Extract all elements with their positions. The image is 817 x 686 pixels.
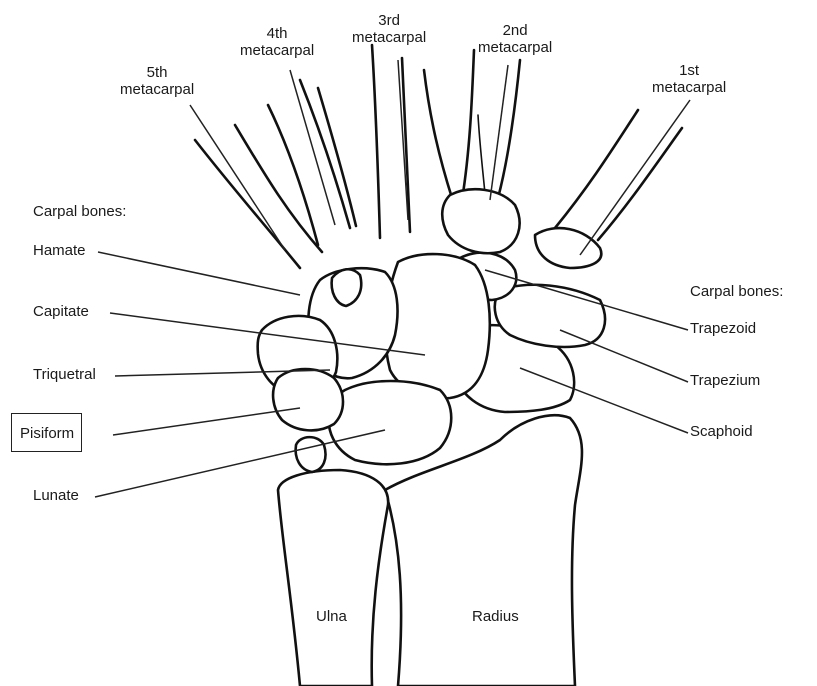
- leader-hamate: [98, 252, 300, 295]
- leader-trapezoid: [485, 270, 688, 330]
- leader-fourth-metacarpal: [290, 70, 335, 225]
- leader-scaphoid: [520, 368, 688, 433]
- leader-pisiform: [113, 408, 300, 435]
- leader-first-metacarpal: [580, 100, 690, 255]
- leader-second-metacarpal: [490, 65, 508, 200]
- leader-fifth-metacarpal: [190, 105, 285, 250]
- leader-triquetral: [115, 370, 330, 376]
- leader-lunate: [95, 430, 385, 497]
- leader-trapezium: [560, 330, 688, 382]
- leader-capitate: [110, 313, 425, 355]
- leader-third-metacarpal: [398, 60, 408, 220]
